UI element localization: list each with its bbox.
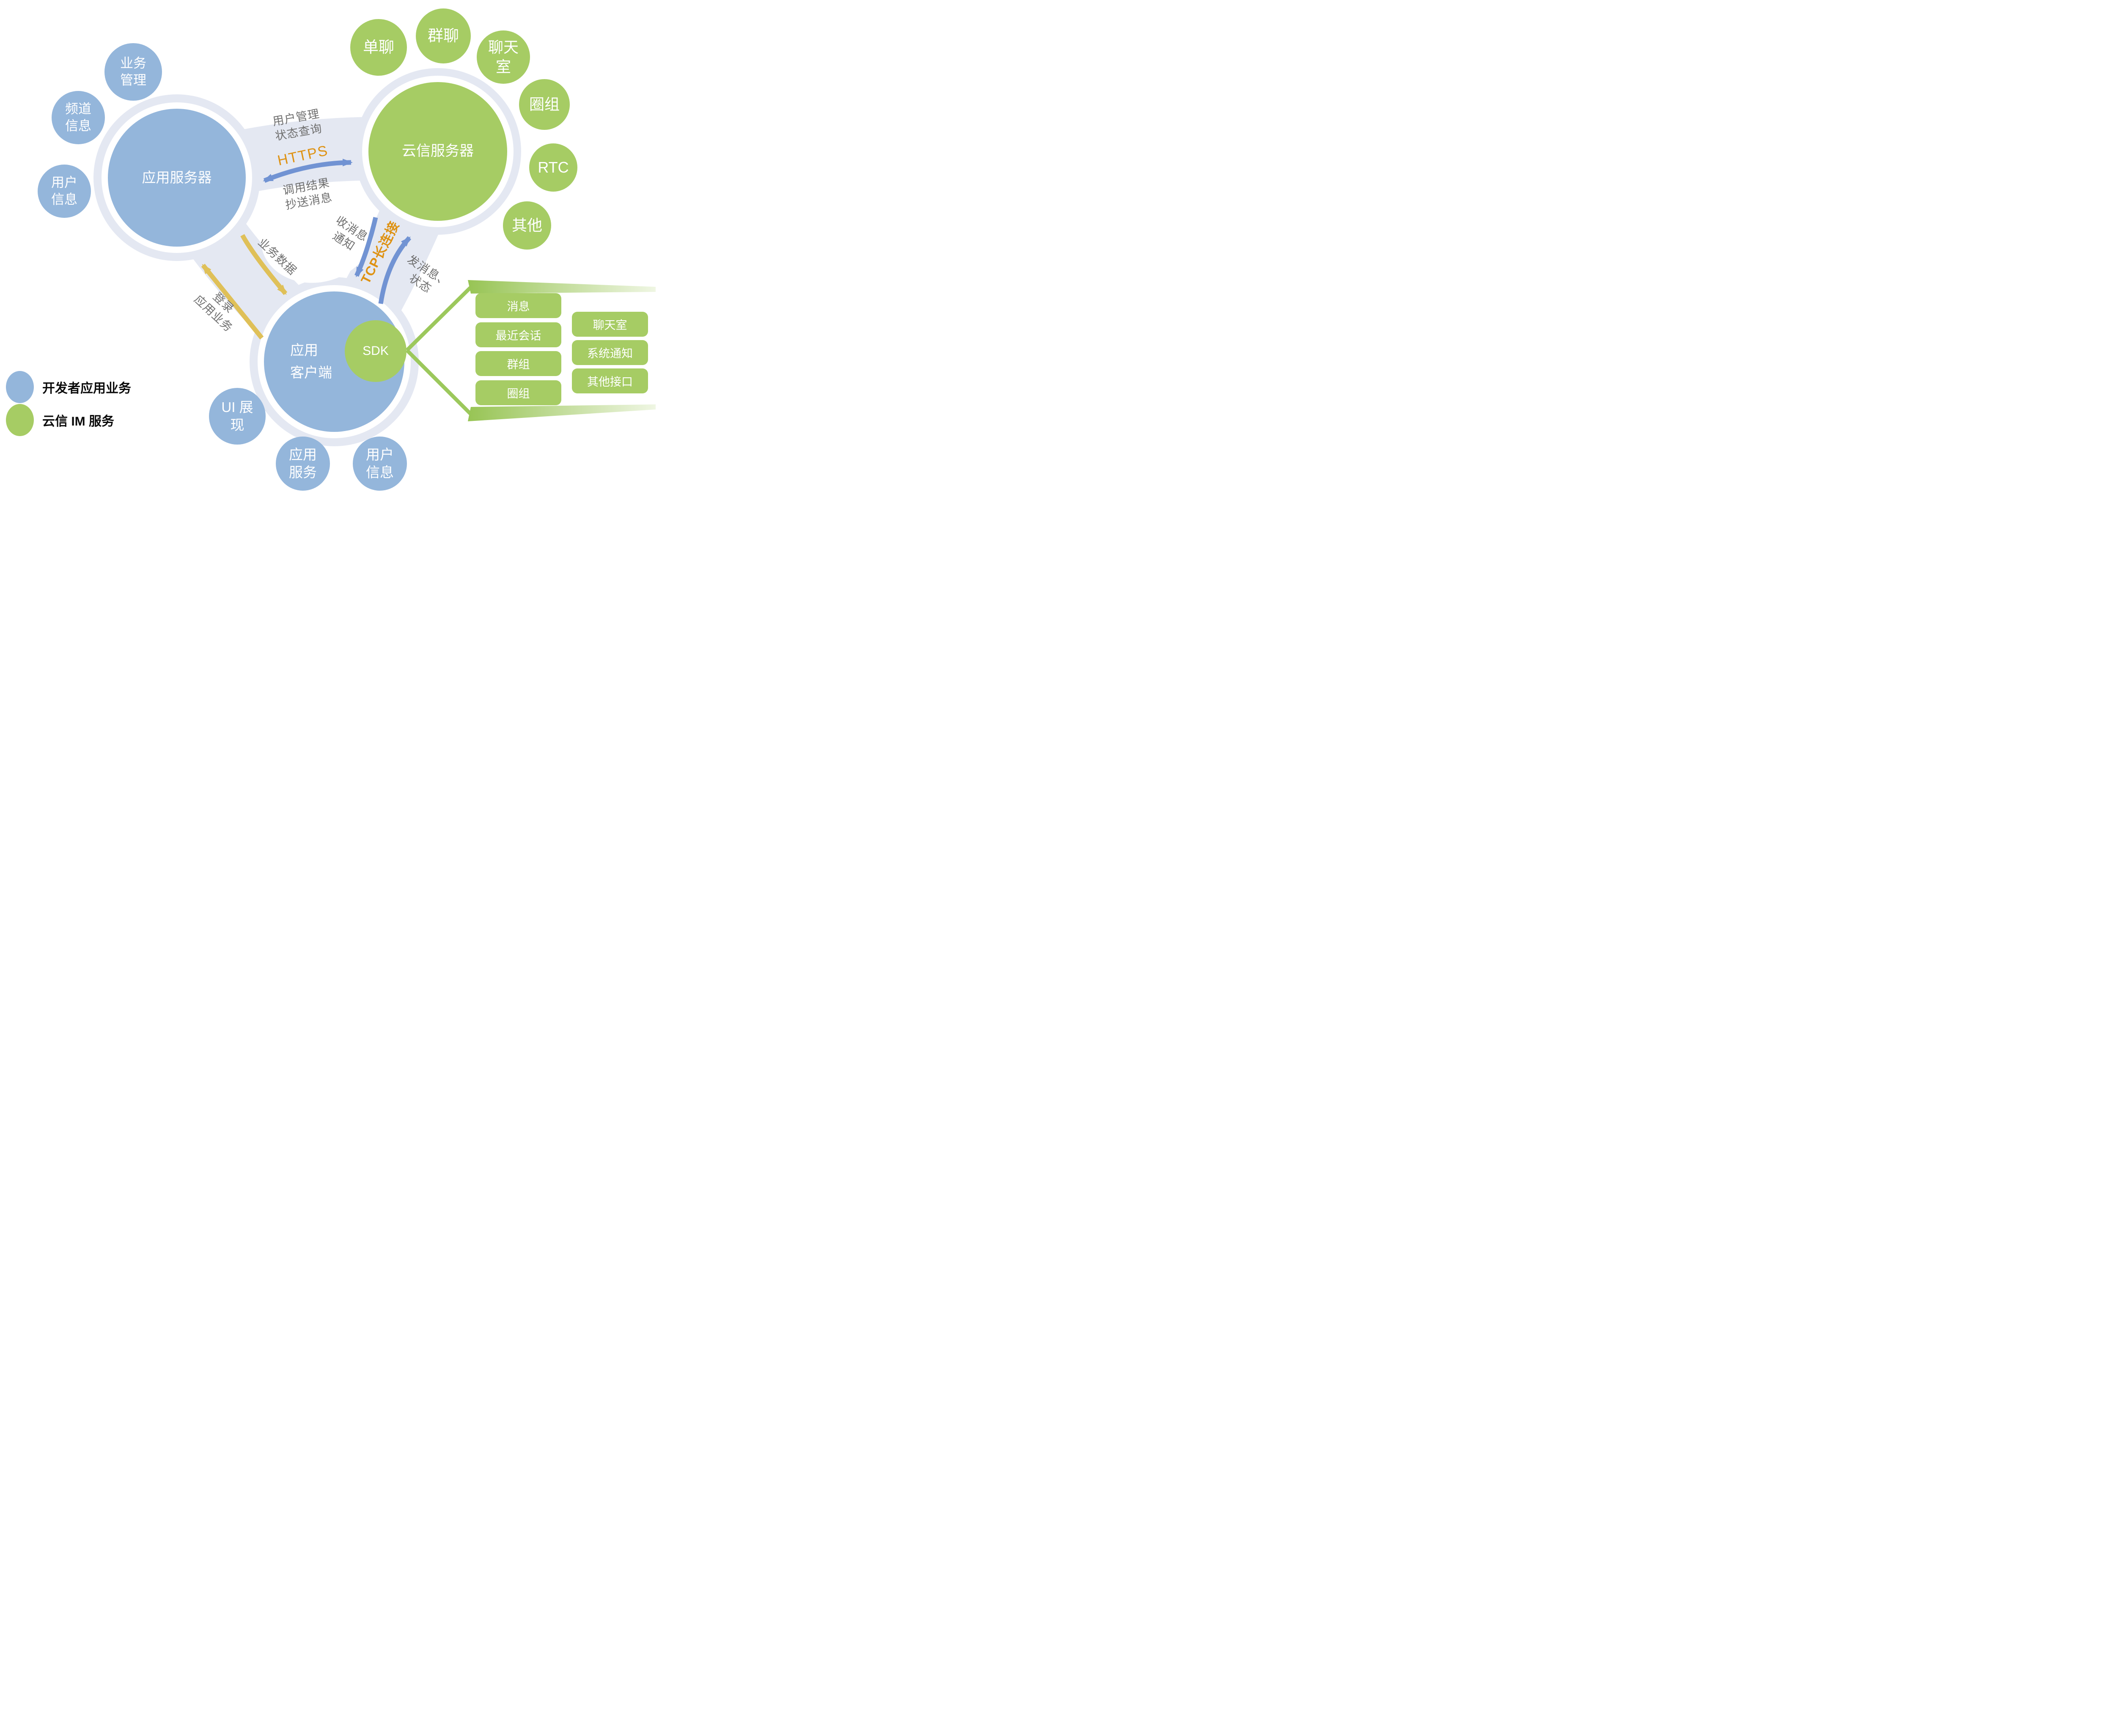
sdk-bracket-bottom-wedge [468,404,656,421]
sdk-module-other-api: 其他接口 [572,368,648,393]
sdk-module-label: 最近会话 [495,330,541,342]
satellite-label: 单聊 [363,38,394,56]
legend-label-developer-business: 开发者应用业务 [42,382,131,396]
node-yunxin-server: 云信服务器 [368,82,507,221]
node-yunxin-server-label: 云信服务器 [402,143,474,159]
sdk-module-system-notify: 系统通知 [572,340,648,365]
satellite-ui-display: UI 展 现 [209,388,266,445]
sdk-module-chat-room: 聊天室 [572,312,648,337]
sdk-module-groups: 群组 [475,351,561,376]
blob-center-hole [261,187,374,283]
sdk-module-label: 群组 [507,358,530,371]
architecture-diagram: 应用服务器 云信服务器 应用 客户端 SDK 业务 管理 频道 信息 用户 信息… [0,0,663,496]
sdk-module-label: 系统通知 [587,347,633,360]
legend-dot-developer-business [6,371,34,403]
tcp-receive-arrow [354,217,378,277]
satellite-group-chat: 群聊 [416,8,471,63]
satellite-label: 应用 服务 [289,446,317,480]
satellite-user-info-bottom: 用户 信息 [353,437,407,491]
satellite-channel-info: 频道 信息 [52,91,105,144]
satellite-label: 聊天 室 [488,38,519,75]
node-app-client-label: 应用 客户端 [290,342,332,380]
legend-dot-yunxin-im-service [6,404,34,436]
tcp-send-arrow [378,236,412,304]
node-sdk: SDK [345,320,407,382]
sdk-module-label: 聊天室 [593,319,627,332]
satellite-label: 其他 [511,216,542,234]
sdk-module-circle-group: 圈组 [475,380,561,405]
satellite-label: 频道 信息 [65,102,91,133]
https-double-arrow [263,159,353,183]
satellite-other: 其他 [503,201,551,250]
satellite-label: 用户 信息 [366,446,394,480]
satellite-label: 圈组 [529,95,560,113]
satellite-label: 用户 信息 [51,175,77,207]
satellite-label: UI 展 现 [221,399,253,433]
satellite-user-info-left: 用户 信息 [38,165,91,218]
satellite-label: 群聊 [428,27,459,45]
satellite-label: RTC [538,158,569,176]
sdk-bracket [405,280,656,421]
satellite-business-management: 业务 管理 [104,43,162,101]
satellite-circle-group: 圈组 [519,79,570,130]
login-arrow [201,264,264,340]
sdk-module-label: 消息 [507,300,530,313]
satellite-chat-room: 聊天 室 [477,30,530,84]
satellite-label: 业务 管理 [120,56,146,88]
node-sdk-label: SDK [363,343,389,358]
sdk-module-label: 其他接口 [587,376,633,388]
satellite-app-service: 应用 服务 [276,437,330,491]
sdk-module-message: 消息 [475,293,561,318]
satellite-rtc: RTC [529,143,577,192]
node-app-server-label: 应用服务器 [142,169,212,185]
legend-label-yunxin-im-service: 云信 IM 服务 [42,415,114,429]
sdk-module-recent-sessions: 最近会话 [475,322,561,347]
satellite-single-chat: 单聊 [350,19,407,76]
sdk-bracket-top-wedge [468,280,656,294]
business-data-arrow [240,234,288,295]
node-app-server: 应用服务器 [108,109,246,247]
sdk-module-label: 圈组 [507,387,530,400]
